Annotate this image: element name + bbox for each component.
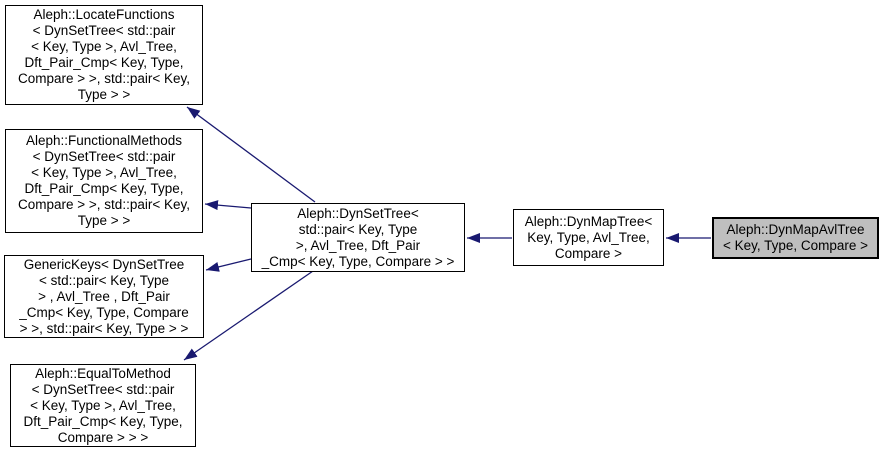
class-label-line: < DynSetTree< std::pair [32, 23, 176, 38]
class-label-line: GenericKeys< DynSetTree [23, 256, 185, 272]
class-label-line: < std::pair< Key, Type [38, 272, 170, 288]
class-label-line: Aleph::DynMapAvlTree [726, 222, 865, 237]
class-label-line: < DynSetTree< std::pair [32, 149, 176, 164]
class-label-line: >, Avl_Tree, Dft_Pair [295, 237, 421, 253]
class-node-functional-methods[interactable]: Aleph::FunctionalMethods < DynSetTree< s… [5, 129, 203, 233]
class-label-line: Type > > [77, 213, 131, 228]
class-label-line: Aleph::DynMapTree< [524, 213, 653, 229]
class-label-line: Compare > >, std::pair< Key, [18, 197, 190, 212]
class-node-dyn-map-avl-tree-current: Aleph::DynMapAvlTree < Key, Type, Compar… [712, 217, 879, 259]
class-label-line: < Key, Type >, Avl_Tree, [30, 397, 176, 413]
class-node-generic-keys[interactable]: GenericKeys< DynSetTree < std::pair< Key… [4, 255, 204, 338]
class-label-line: Dft_Pair_Cmp< Key, Type, [24, 181, 184, 196]
class-label-line: Aleph::EqualToMethod [35, 365, 171, 381]
class-node-locate-functions[interactable]: Aleph::LocateFunctions < DynSetTree< std… [5, 5, 203, 105]
class-label-line: Aleph::DynSetTree< [297, 205, 419, 221]
inheritance-arrow-dynsettree-to-functionalmethods [204, 200, 252, 211]
class-label-line: Dft_Pair_Cmp< Key, Type, [24, 55, 184, 70]
class-label-line: > , Avl_Tree , Dft_Pair [38, 288, 170, 304]
class-node-dyn-map-tree[interactable]: Aleph::DynMapTree< Key, Type, Avl_Tree, … [513, 209, 664, 266]
class-label-line: Compare > >, std::pair< Key, [18, 71, 190, 86]
class-label-line: Compare > [554, 245, 623, 261]
class-label-line: < Key, Type >, Avl_Tree, [31, 165, 177, 180]
class-label-line: _Cmp< Key, Type, Compare [19, 304, 189, 320]
class-label-line: Aleph::LocateFunctions [33, 7, 175, 22]
inheritance-arrow-dynsettree-to-locatefunctions [186, 106, 316, 203]
inheritance-arrow-dynsettree-to-generickeys [205, 258, 252, 272]
class-label-line: < DynSetTree< std::pair [31, 381, 175, 397]
class-label-line: > >, std::pair< Key, Type > > [19, 320, 189, 336]
class-label-line: Compare > > > [57, 429, 149, 445]
class-node-equal-to-method[interactable]: Aleph::EqualToMethod < DynSetTree< std::… [10, 364, 196, 447]
class-label-line: Key, Type, Avl_Tree, [527, 229, 650, 245]
class-label-line: Type > > [77, 87, 131, 102]
class-label-line: _Cmp< Key, Type, Compare > > [261, 253, 455, 269]
class-label-line: < Key, Type, Compare > [722, 238, 869, 253]
class-label-line: Dft_Pair_Cmp< Key, Type, [23, 413, 183, 429]
class-label-line: Aleph::FunctionalMethods [25, 133, 183, 148]
class-label-line: std::pair< Key, Type [298, 221, 418, 237]
class-label-line: < Key, Type >, Avl_Tree, [31, 39, 177, 54]
class-node-dyn-set-tree[interactable]: Aleph::DynSetTree< std::pair< Key, Type … [251, 203, 465, 272]
